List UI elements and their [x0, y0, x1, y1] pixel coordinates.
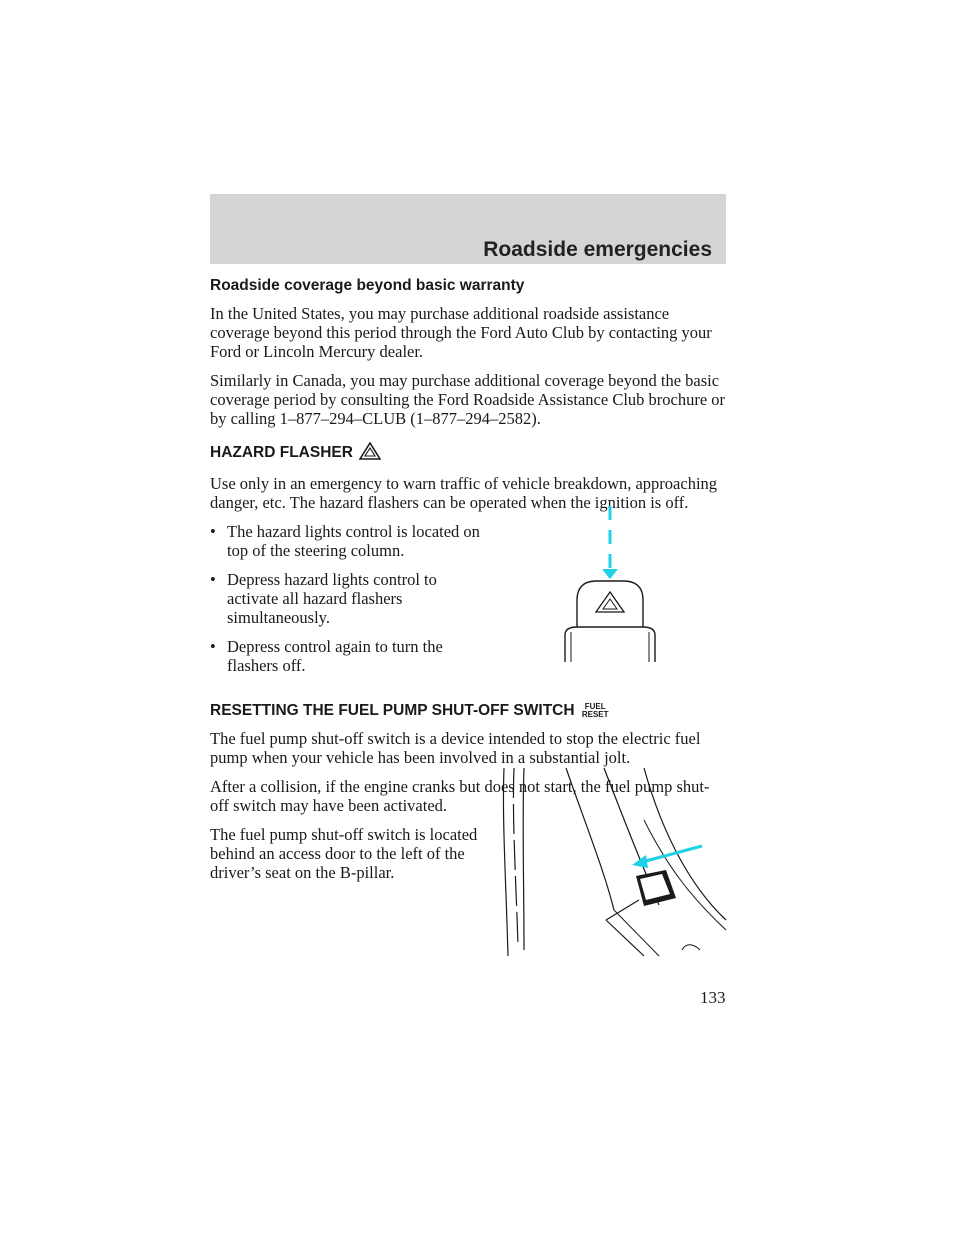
indicator-arrow-shaft — [641, 844, 703, 864]
list-item: • Depress hazard lights control to activa… — [210, 570, 480, 627]
coverage-paragraph-us: In the United States, you may purchase a… — [210, 304, 712, 361]
header-band: Roadside emergencies — [210, 194, 726, 264]
trim-lower-2 — [613, 909, 660, 957]
trim-lower — [605, 919, 645, 957]
hazard-heading-text: HAZARD FLASHER — [210, 444, 353, 461]
fuel-reset-icon: FUEL RESET — [582, 703, 609, 719]
button-triangle-inner — [602, 598, 618, 610]
pillar-line-1 — [502, 767, 509, 957]
coverage-heading: Roadside coverage beyond basic warranty — [210, 277, 525, 294]
button-triangle-outer — [594, 590, 626, 613]
main-content: Roadside coverage beyond basic warranty … — [210, 276, 726, 892]
b-pillar-illustration — [494, 760, 730, 965]
fuel-paragraph-2: After a collision, if the engine cranks … — [210, 777, 710, 815]
fuel-icon-line1: FUEL — [584, 702, 606, 711]
hazard-bullet-list: • The hazard lights control is located on… — [210, 522, 480, 675]
page-number: 133 — [700, 988, 726, 1007]
button-cap — [576, 580, 644, 627]
bullet-mark: • — [210, 637, 216, 656]
pillar-edge-left — [565, 767, 615, 911]
indicator-arrow-head — [602, 569, 618, 579]
bullet-mark: • — [210, 522, 216, 541]
coverage-paragraph-canada: Similarly in Canada, you may purchase ad… — [210, 371, 726, 428]
hazard-heading: HAZARD FLASHER — [210, 441, 726, 466]
access-door-panel — [640, 874, 670, 900]
page-title: Roadside emergencies — [483, 238, 712, 261]
list-item: • The hazard lights control is located on… — [210, 522, 480, 560]
fuel-heading-text: RESETTING THE FUEL PUMP SHUT-OFF SWITCH — [210, 702, 575, 719]
fuel-paragraph-1: The fuel pump shut-off switch is a devic… — [210, 729, 701, 767]
seat-belt-buckle — [681, 944, 701, 951]
hazard-intro: Use only in an emergency to warn traffic… — [210, 474, 718, 512]
pillar-line-3 — [522, 767, 525, 951]
seat-edge — [643, 767, 727, 921]
hazard-triangle-icon — [358, 441, 382, 466]
button-base — [564, 626, 656, 662]
list-item: • Depress control again to turn the flash… — [210, 637, 480, 675]
pillar-line-2 — [512, 767, 519, 946]
bullet-text: The hazard lights control is located on … — [227, 522, 480, 560]
hazard-control-illustration — [555, 502, 665, 672]
bullet-text: Depress control again to turn the flashe… — [227, 637, 443, 675]
fuel-icon-line2: RESET — [581, 710, 609, 719]
fuel-heading: RESETTING THE FUEL PUMP SHUT-OFF SWITCH … — [210, 701, 726, 721]
trim-line — [605, 899, 640, 921]
indicator-arrow-head — [632, 855, 648, 868]
bullet-mark: • — [210, 570, 216, 589]
fuel-paragraph-3: The fuel pump shut-off switch is located… — [210, 825, 478, 882]
seat-contour — [643, 819, 727, 931]
bullet-text: Depress hazard lights control to activat… — [227, 570, 437, 627]
